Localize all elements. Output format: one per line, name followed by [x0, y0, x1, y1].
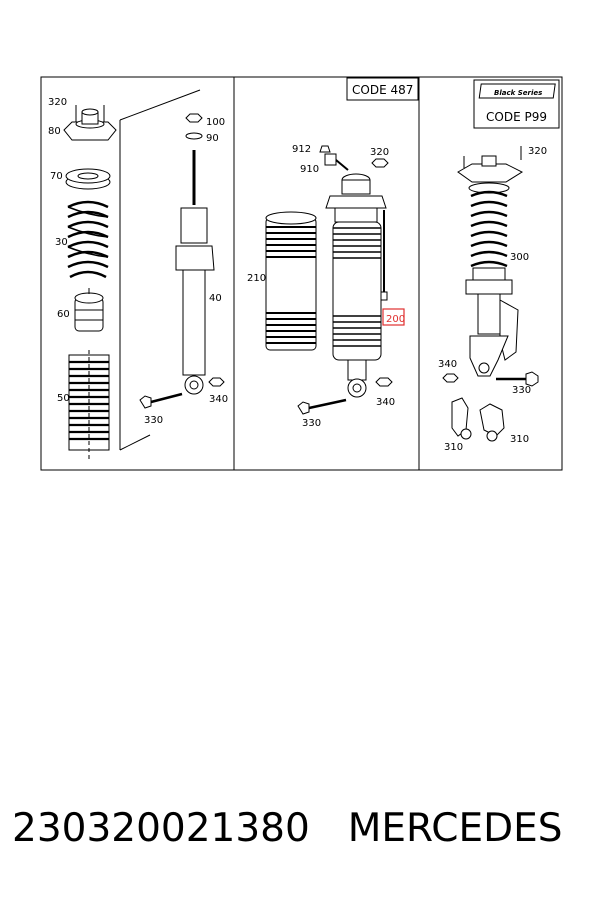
label-50: 50 — [57, 393, 70, 404]
vent-connector — [319, 145, 349, 171]
camber-bracket-right — [479, 403, 505, 442]
spring-seat-upper — [65, 168, 111, 190]
bellows-sleeve — [265, 211, 317, 351]
brand-name: MERCEDES — [347, 806, 563, 851]
label-200: 200 — [386, 314, 405, 325]
label-100: 100 — [206, 117, 225, 128]
part-number: 230320021380 — [12, 806, 310, 851]
label-320-right: 320 — [528, 146, 547, 157]
label-320-middle: 320 — [370, 147, 389, 158]
lower-bolt-right — [496, 371, 539, 387]
code-487-label: CODE 487 — [352, 83, 413, 97]
coilover — [457, 155, 524, 377]
lower-bolt-left — [139, 392, 183, 409]
code-p99-label: CODE P99 — [486, 110, 547, 124]
label-30: 30 — [55, 237, 68, 248]
air-strut — [325, 173, 388, 398]
label-330-middle: 330 — [302, 418, 321, 429]
label-330-left: 330 — [144, 415, 163, 426]
lower-nut-left — [208, 377, 225, 387]
camber-bracket-left — [451, 397, 472, 440]
highlight-box-200 — [382, 308, 405, 326]
dust-boot — [68, 350, 110, 460]
top-mount — [63, 108, 117, 141]
label-40: 40 — [209, 293, 222, 304]
label-912: 912 — [292, 144, 311, 155]
label-60: 60 — [57, 309, 70, 320]
code-487-box — [346, 77, 419, 101]
lower-nut-middle — [375, 377, 393, 387]
black-series-label: Black Series — [494, 89, 542, 97]
label-90: 90 — [206, 133, 219, 144]
coil-spring — [67, 200, 109, 279]
label-330-right: 330 — [512, 385, 531, 396]
part-caption: 230320021380 MERCEDES — [12, 806, 592, 862]
diagram-frame — [40, 76, 563, 471]
black-series-badge — [478, 83, 556, 99]
label-340-middle: 340 — [376, 397, 395, 408]
label-70: 70 — [50, 171, 63, 182]
label-300: 300 — [510, 252, 529, 263]
top-nut-middle — [371, 158, 389, 168]
lower-bolt-middle — [297, 398, 347, 415]
label-310-left: 310 — [444, 442, 463, 453]
label-310-right: 310 — [510, 434, 529, 445]
label-320-left: 320 — [48, 97, 67, 108]
label-340-right: 340 — [438, 359, 457, 370]
label-340-left: 340 — [209, 394, 228, 405]
top-nut — [185, 113, 203, 140]
shock-absorber-left — [175, 150, 215, 395]
lower-nut-right — [442, 373, 459, 383]
label-210: 210 — [247, 273, 266, 284]
label-80: 80 — [48, 126, 61, 137]
bump-stop — [74, 288, 104, 332]
parts-diagram: CODE 487 Black Series CODE P99 — [40, 76, 563, 471]
label-910: 910 — [300, 164, 319, 175]
